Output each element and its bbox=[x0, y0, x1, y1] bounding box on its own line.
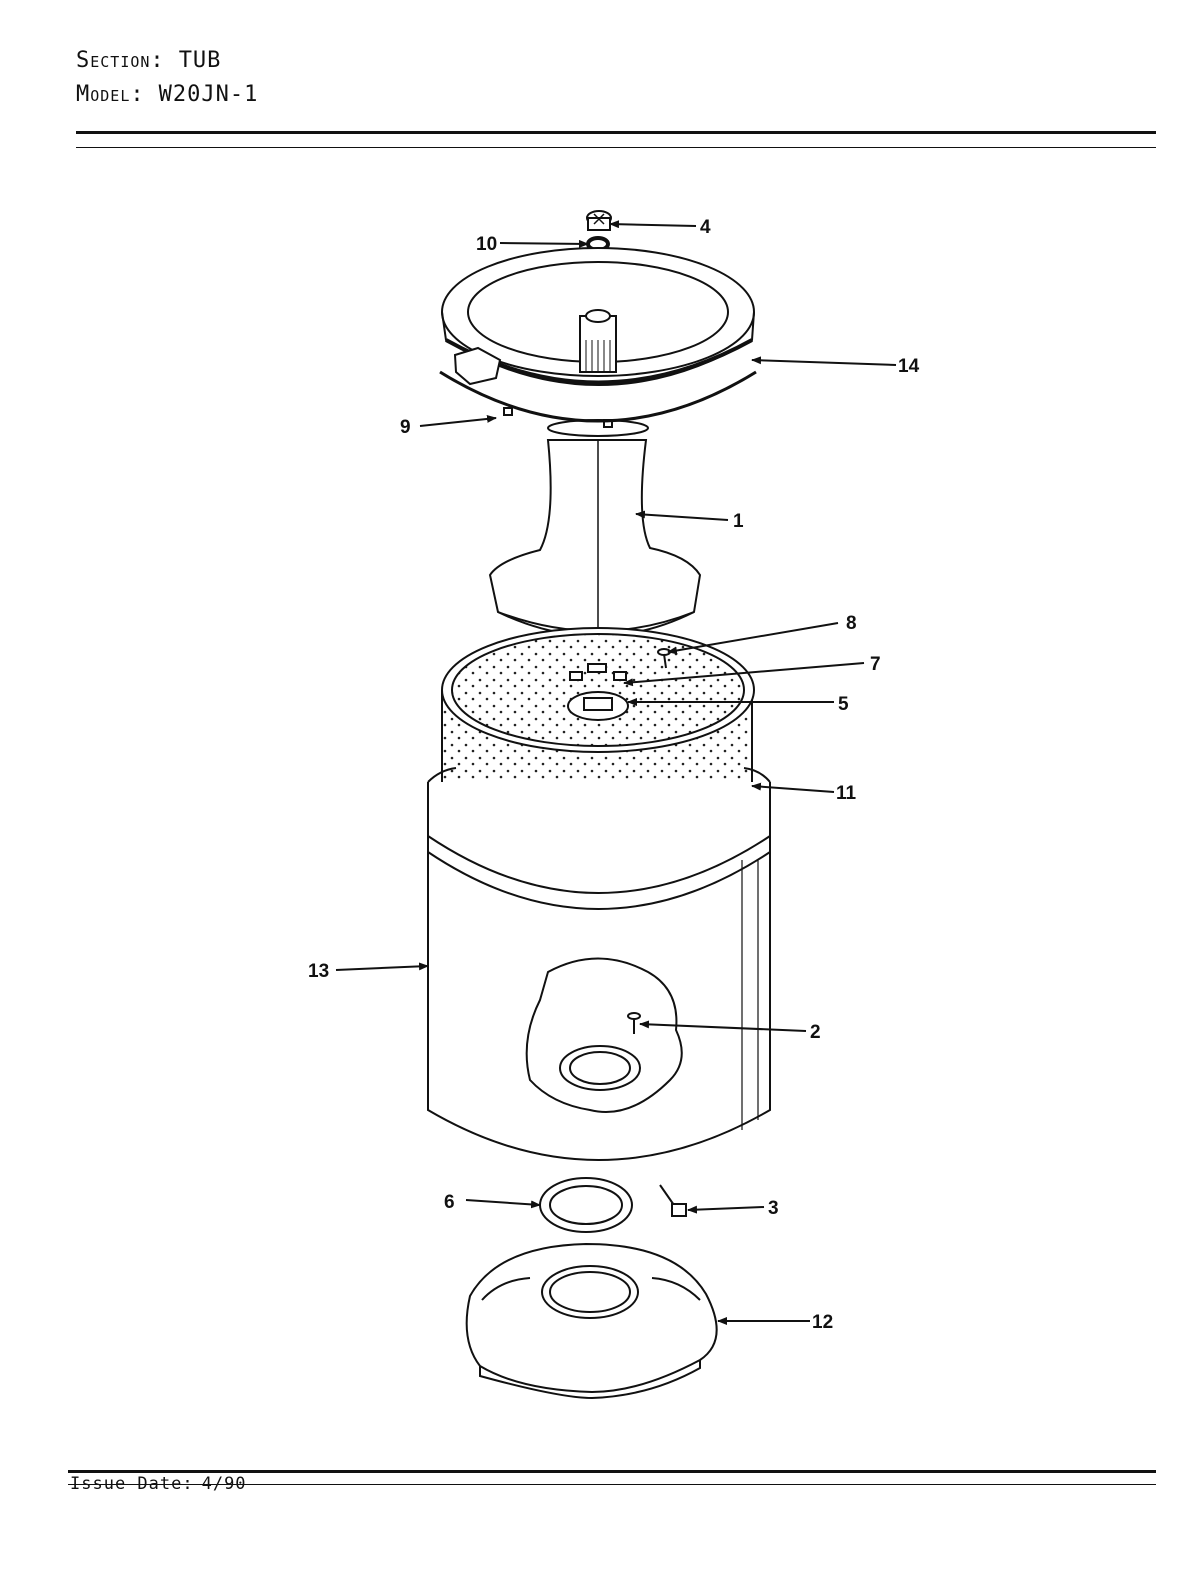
model-line: Model: W20JN-1 bbox=[76, 78, 258, 112]
gasket-part bbox=[539, 1177, 633, 1233]
leader-line-14 bbox=[751, 356, 897, 366]
callout-8: 8 bbox=[846, 613, 857, 634]
footer-rule-thin bbox=[68, 1484, 1156, 1485]
screw-part-2 bbox=[627, 1012, 641, 1034]
callout-5: 5 bbox=[838, 694, 849, 715]
page-header: Section: TUB Model: W20JN-1 bbox=[76, 44, 258, 112]
agitator-part bbox=[488, 439, 702, 650]
section-line: Section: TUB bbox=[76, 44, 258, 78]
leader-line-6 bbox=[465, 1199, 541, 1209]
leader-line-8 bbox=[667, 622, 839, 655]
leader-line-7 bbox=[623, 662, 865, 687]
callout-12: 12 bbox=[812, 1312, 833, 1333]
callout-7: 7 bbox=[870, 654, 881, 675]
bolt-part bbox=[659, 1184, 687, 1217]
leader-line-2 bbox=[639, 1020, 807, 1032]
model-label: Model: bbox=[76, 82, 145, 107]
callout-3: 3 bbox=[768, 1198, 779, 1219]
model-value: W20JN-1 bbox=[158, 82, 259, 107]
seal-ring-part bbox=[439, 370, 757, 423]
leader-line-1 bbox=[635, 510, 729, 521]
section-label: Section: bbox=[76, 48, 165, 73]
callout-9: 9 bbox=[400, 417, 411, 438]
callout-1: 1 bbox=[733, 511, 744, 532]
leader-line-9 bbox=[419, 414, 497, 427]
callout-4: 4 bbox=[700, 217, 711, 238]
callout-6: 6 bbox=[444, 1192, 455, 1213]
outer-tub-part bbox=[427, 767, 771, 1161]
callout-11: 11 bbox=[836, 783, 857, 804]
header-rule-thin bbox=[76, 147, 1156, 148]
agitator-shaft-top bbox=[579, 309, 617, 373]
base-part bbox=[465, 1242, 718, 1400]
leader-line-10 bbox=[499, 239, 589, 248]
callout-2: 2 bbox=[810, 1022, 821, 1043]
callout-10: 10 bbox=[476, 234, 497, 255]
leader-line-11 bbox=[751, 782, 835, 793]
leader-line-3 bbox=[687, 1205, 765, 1214]
section-value: TUB bbox=[178, 48, 222, 73]
callout-13: 13 bbox=[308, 961, 329, 982]
callout-14: 14 bbox=[898, 356, 920, 377]
cap-part bbox=[586, 210, 612, 231]
footer-rule-thick bbox=[68, 1470, 1156, 1473]
leader-line-4 bbox=[609, 220, 697, 229]
header-rule-thick bbox=[76, 131, 1156, 134]
leader-line-13 bbox=[335, 962, 429, 971]
